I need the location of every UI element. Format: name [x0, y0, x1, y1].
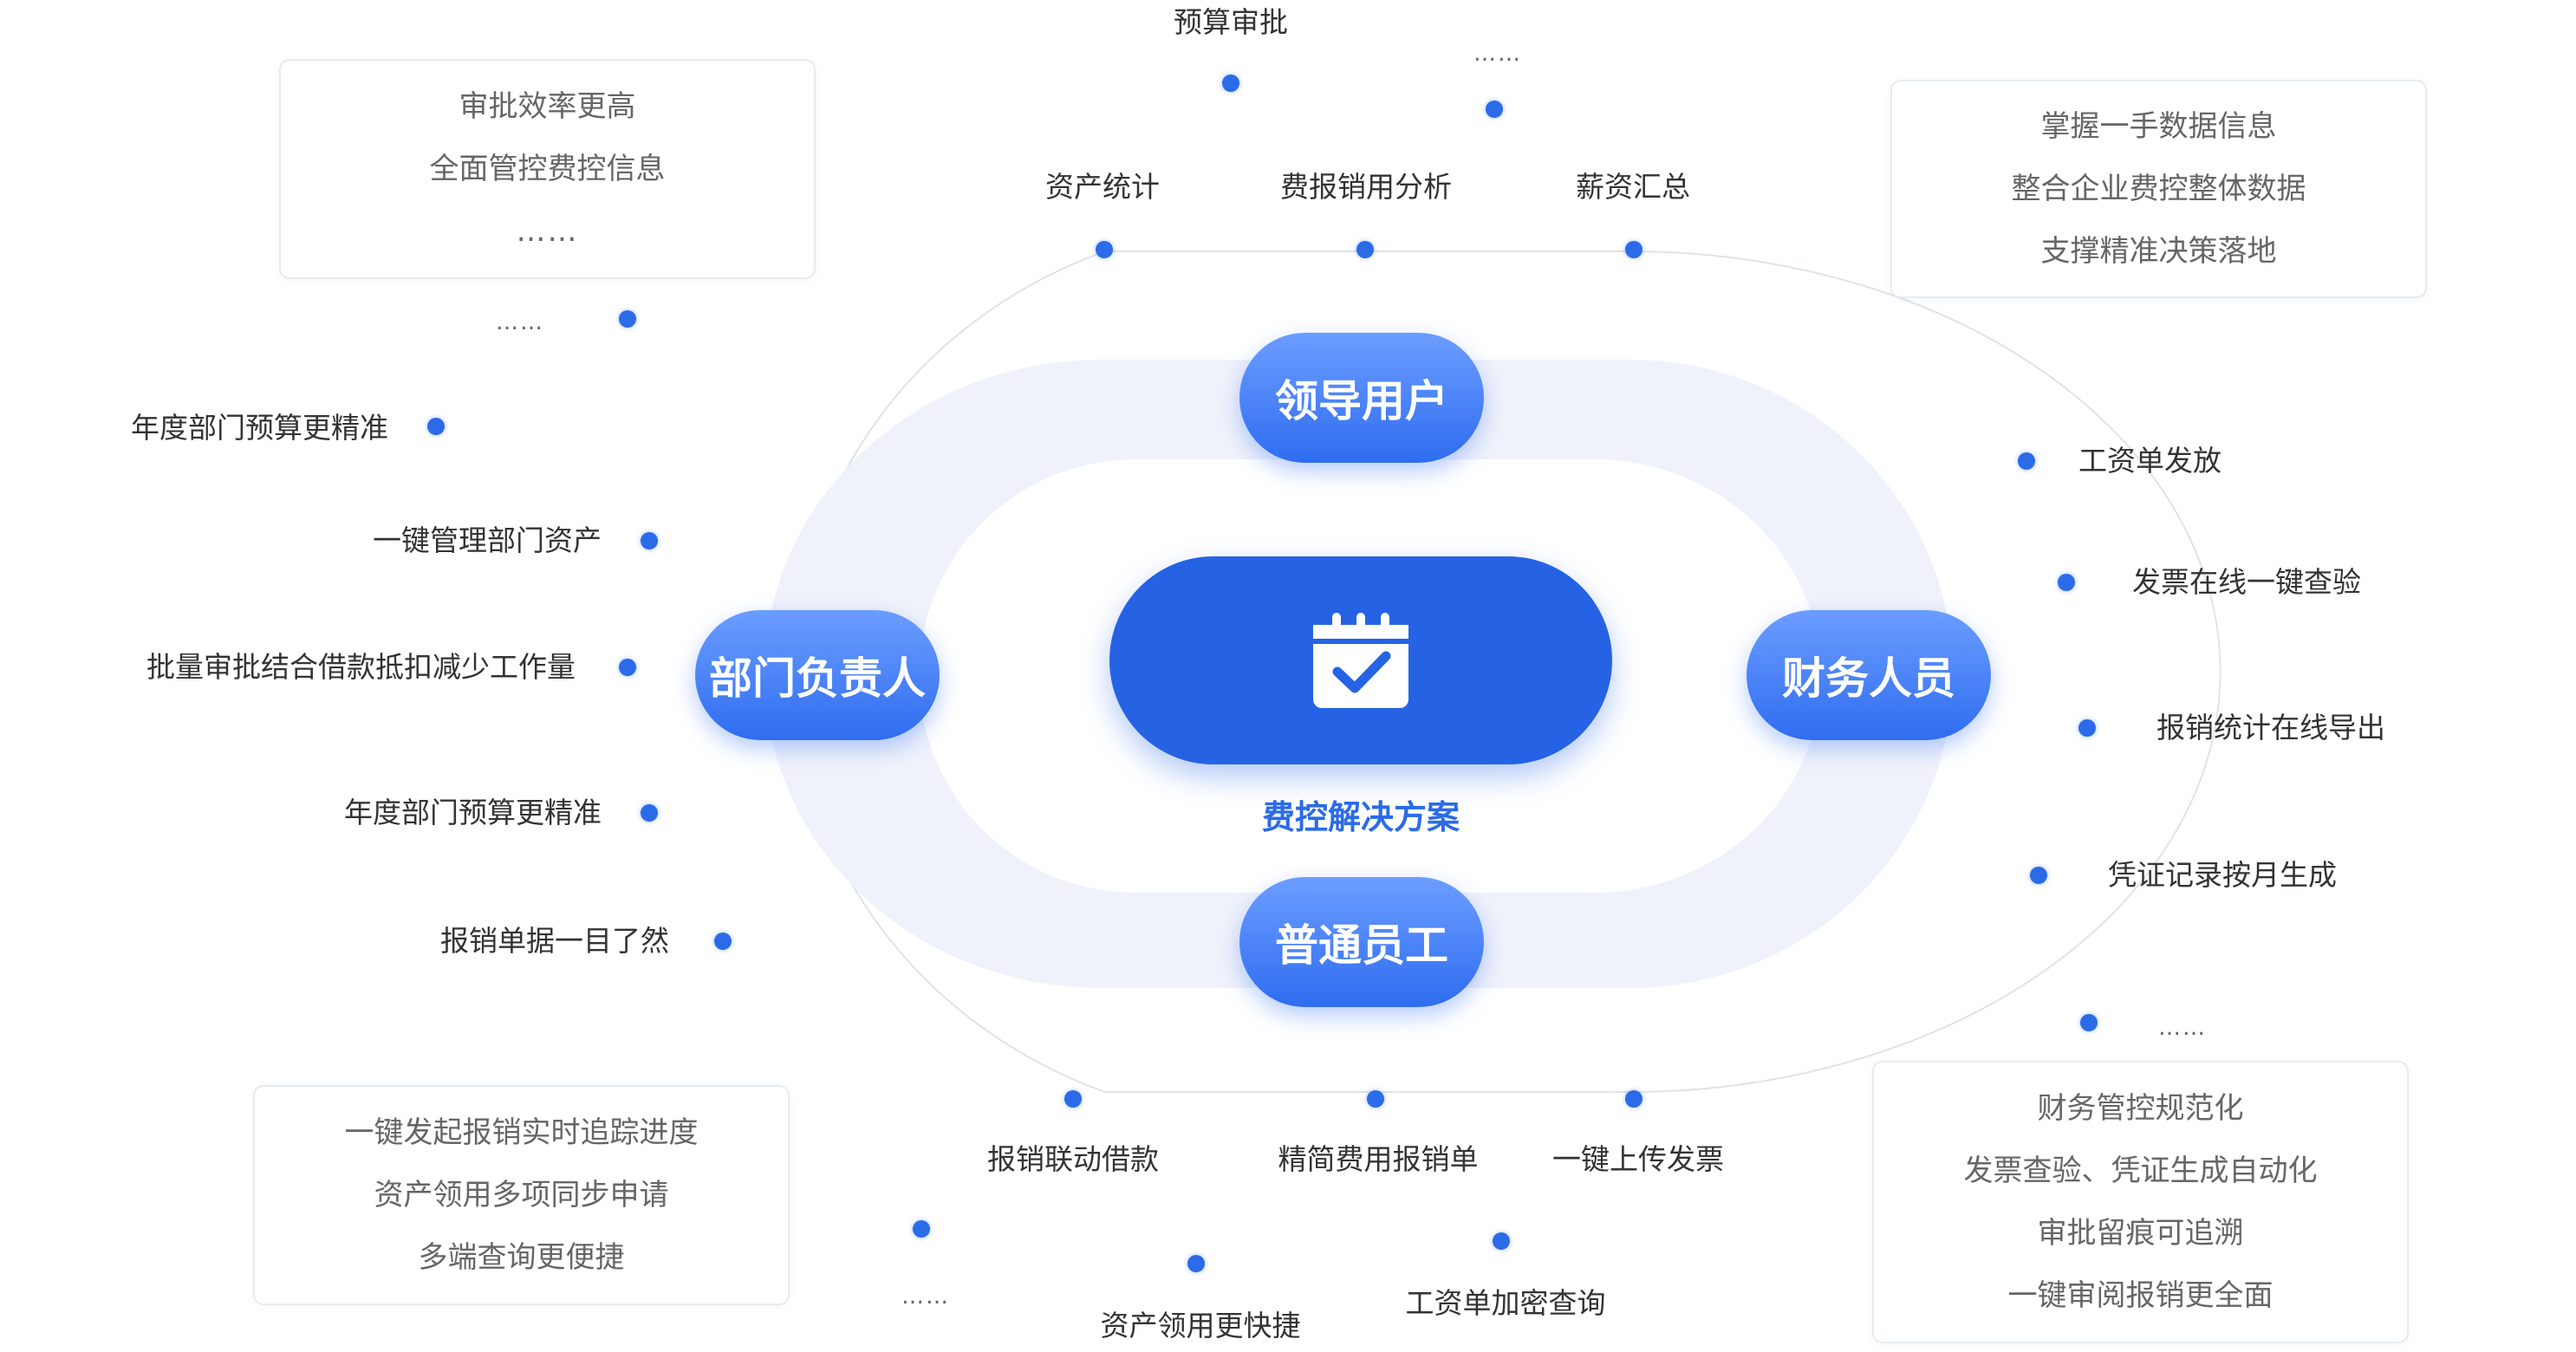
bottom-item-dot — [1625, 1090, 1643, 1108]
bottom-item-label: 报销联动借款 — [987, 1142, 1159, 1176]
card-line: 财务管控规范化 — [2037, 1091, 2244, 1126]
card-bottom-left: 一键发起报销实时追踪进度 资产领用多项同步申请 多端查询更便捷 — [253, 1085, 790, 1305]
card-line: 一键发起报销实时追踪进度 — [344, 1115, 699, 1150]
card-line: 资产领用多项同步申请 — [374, 1178, 669, 1212]
bottom-ellipsis-dot — [913, 1220, 930, 1238]
right-item-label: 凭证记录按月生成 — [2108, 858, 2337, 892]
card-line: 全面管控费控信息 — [429, 152, 666, 186]
top-item-dot — [1356, 241, 1374, 258]
top-item-label: 资产统计 — [1045, 170, 1160, 204]
left-item-dot — [714, 933, 732, 950]
bottom-item-dot — [1367, 1090, 1384, 1108]
left-item-label: 年度部门预算更精准 — [131, 411, 388, 445]
bottom-extra-label: 资产领用更快捷 — [1100, 1309, 1301, 1342]
left-item-dot — [641, 804, 658, 822]
bottom-extra-label: 工资单加密查询 — [1405, 1286, 1606, 1320]
right-item-dot — [2078, 719, 2096, 737]
role-finance-pill[interactable]: 财务人员 — [1747, 610, 1991, 740]
card-bottom-right: 财务管控规范化 发票查验、凭证生成自动化 审批留痕可追溯 一键审阅报销更全面 — [1872, 1061, 2409, 1343]
top-item-dot — [1625, 241, 1643, 258]
bottom-item-label: 一键上传发票 — [1552, 1142, 1724, 1176]
center-title: 费控解决方案 — [1261, 798, 1460, 836]
card-line: 审批效率更高 — [459, 89, 636, 124]
top-ellipsis-dot — [1486, 101, 1503, 118]
card-line: 审批留痕可追溯 — [2037, 1216, 2244, 1251]
left-item-dot — [641, 532, 658, 549]
left-item-dot — [619, 659, 636, 676]
card-line: 掌握一手数据信息 — [2040, 109, 2277, 144]
left-item-label: 一键管理部门资产 — [373, 523, 602, 557]
top-ellipsis: …… — [1473, 41, 1522, 67]
role-employee-pill[interactable]: 普通员工 — [1239, 877, 1484, 1007]
bottom-item-label: 精简费用报销单 — [1278, 1142, 1479, 1176]
right-item-label: 工资单发放 — [2078, 444, 2221, 478]
left-item-dot — [427, 418, 445, 435]
top-item-label: 费报销用分析 — [1280, 170, 1452, 204]
card-line: 发票查验、凭证生成自动化 — [1963, 1154, 2318, 1188]
left-item-label: 报销单据一目了然 — [440, 924, 669, 958]
bottom-extra-dot — [1187, 1255, 1205, 1272]
left-item-label: 年度部门预算更精准 — [344, 796, 602, 829]
right-item-dot — [2058, 574, 2075, 591]
bottom-ellipsis: …… — [901, 1284, 950, 1310]
card-line: 支撑精准决策落地 — [2040, 234, 2277, 269]
card-ellipsis: …… — [516, 214, 579, 249]
top-item-dot — [1096, 241, 1113, 258]
top-extra-label: 预算审批 — [1174, 5, 1288, 39]
bottom-item-dot — [1064, 1090, 1082, 1108]
right-ellipsis-dot — [2080, 1014, 2098, 1031]
role-leader-pill[interactable]: 领导用户 — [1239, 333, 1484, 463]
right-item-label: 发票在线一键查验 — [2132, 565, 2361, 599]
left-ellipsis: …… — [496, 309, 544, 335]
card-top-right: 掌握一手数据信息 整合企业费控整体数据 支撑精准决策落地 — [1890, 80, 2427, 298]
bottom-extra-dot — [1493, 1232, 1510, 1250]
card-line: 一键审阅报销更全面 — [2007, 1278, 2274, 1313]
right-ellipsis: …… — [2158, 1015, 2207, 1041]
card-line: 整合企业费控整体数据 — [2011, 172, 2306, 206]
center-hub — [1109, 556, 1612, 764]
right-item-label: 报销统计在线导出 — [2156, 711, 2385, 744]
calendar-check-icon — [1313, 613, 1408, 708]
right-item-dot — [2030, 867, 2047, 884]
left-item-label: 批量审批结合借款抵扣减少工作量 — [146, 650, 576, 684]
top-item-label: 薪资汇总 — [1576, 170, 1690, 204]
left-ellipsis-dot — [619, 310, 636, 328]
role-dept-head-pill[interactable]: 部门负责人 — [695, 610, 940, 740]
top-extra-dot — [1222, 75, 1239, 92]
right-item-dot — [2018, 452, 2035, 470]
card-line: 多端查询更便捷 — [418, 1240, 625, 1275]
card-top-left: 审批效率更高 全面管控费控信息 …… — [279, 59, 816, 279]
